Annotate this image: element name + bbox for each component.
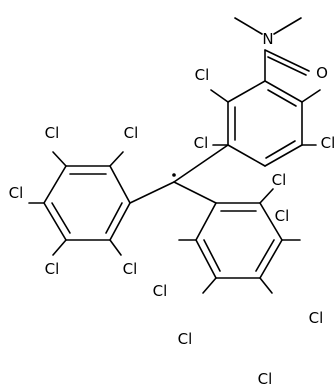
central-carbon-bonds	[129, 181, 217, 204]
bond	[195, 202, 217, 241]
nitrogen-label: N	[262, 30, 273, 48]
bond	[227, 144, 266, 167]
bond	[105, 202, 123, 234]
chlorine-label: Cl	[275, 207, 290, 225]
bond	[195, 239, 217, 279]
bond	[51, 202, 71, 234]
ring-a-chlorines	[210, 89, 321, 146]
chlorine-label: Cl	[258, 370, 273, 387]
bond	[52, 151, 67, 167]
bond	[173, 181, 217, 204]
bond	[109, 202, 131, 241]
chlorine-label: Cl	[195, 66, 210, 84]
bond	[273, 17, 302, 35]
bond	[203, 239, 221, 272]
ring-b-chlorines	[28, 151, 124, 256]
bond	[259, 188, 274, 204]
chlorine-label: Cl	[272, 171, 287, 189]
bond	[227, 80, 266, 103]
chlorine-label: Cl	[124, 124, 139, 142]
chlorine-label: Cl	[309, 309, 324, 327]
bond	[43, 202, 67, 241]
chlorine-label: Cl	[178, 330, 193, 348]
bond	[109, 165, 131, 204]
chlorine-label: Cl	[153, 282, 168, 300]
ring-a	[227, 80, 303, 167]
atom-labels: N O Cl Cl Cl Cl Cl Cl Cl Cl Cl Cl Cl Cl …	[9, 30, 335, 387]
ring-b	[43, 165, 131, 241]
ring-c	[195, 202, 283, 279]
chlorine-label: Cl	[45, 124, 60, 142]
bond	[109, 239, 122, 256]
bond	[202, 277, 217, 294]
bond	[255, 239, 275, 272]
bond	[210, 89, 229, 103]
bond	[43, 165, 67, 204]
bond	[173, 144, 229, 183]
chlorine-label: Cl	[321, 134, 335, 152]
ring-c-chlorines	[178, 188, 301, 294]
bond	[264, 144, 303, 167]
radical-dot	[172, 173, 176, 177]
oxygen-label: O	[316, 64, 328, 82]
chlorine-label: Cl	[123, 260, 138, 278]
bond	[109, 151, 124, 167]
bond	[259, 277, 273, 294]
bond	[267, 56, 307, 76]
bond	[264, 80, 303, 103]
amide-group	[234, 17, 310, 82]
bond	[259, 202, 283, 241]
chlorine-label: Cl	[9, 184, 24, 202]
bond	[267, 89, 297, 107]
bond	[129, 181, 175, 204]
bond	[301, 89, 321, 103]
bond	[52, 239, 67, 256]
bond	[265, 140, 296, 159]
chlorine-label: Cl	[194, 134, 209, 152]
chlorine-label: Cl	[45, 260, 60, 278]
bond	[259, 239, 283, 279]
bond	[234, 17, 263, 35]
bond	[264, 49, 310, 72]
